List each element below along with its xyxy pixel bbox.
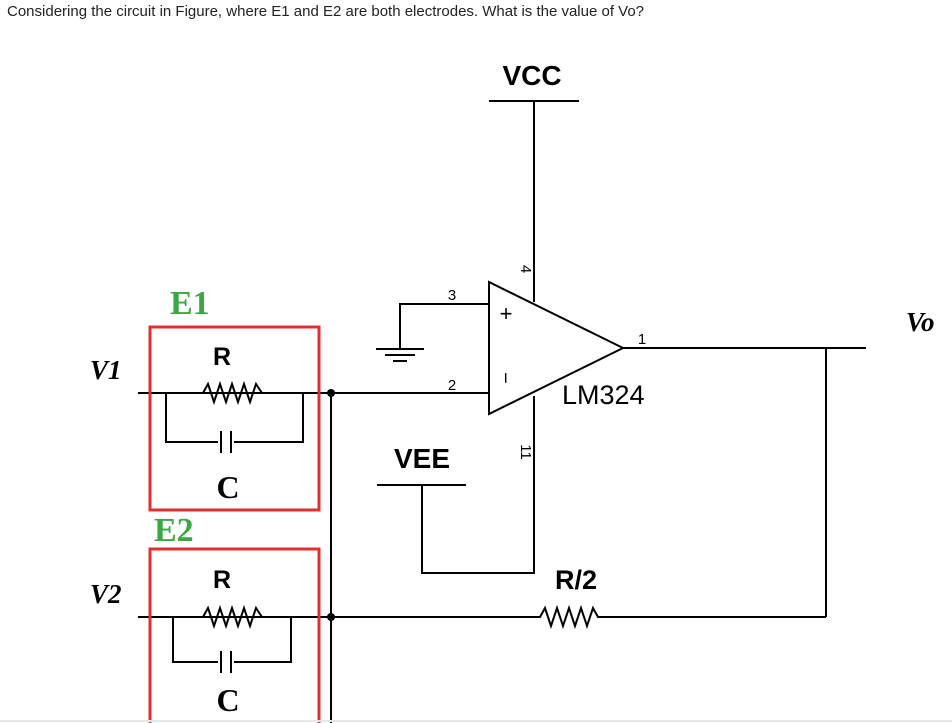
electrode-e1: E1 R C: [148, 285, 321, 512]
v2-label: V2: [90, 579, 122, 609]
question-text: Considering the circuit in Figure, where…: [7, 3, 645, 20]
e1-cap-branch: [165, 393, 218, 443]
e2-label: E2: [154, 512, 194, 549]
e1-r-label: R: [213, 343, 231, 371]
opamp-minus-sign: −: [494, 372, 516, 384]
junction-dot-bottom: [327, 613, 335, 621]
e2-resistor: [198, 604, 266, 630]
e1-resistor: [198, 380, 266, 406]
electrode-e2: E2 R C: [148, 512, 321, 723]
opamp-triangle: [488, 280, 626, 416]
ground-wire: [399, 303, 489, 348]
opamp-part-label: LM324: [562, 380, 645, 410]
pin-inv: 2: [448, 377, 456, 394]
opamp-plus-sign: +: [500, 301, 513, 326]
ground-symbol: [376, 348, 424, 362]
e2-r-label: R: [213, 566, 231, 594]
vcc-label: VCC: [502, 60, 561, 91]
pin-vneg: 11: [517, 444, 534, 460]
pin-vpos: 4: [517, 265, 534, 273]
e1-cap-branch-right: [234, 393, 304, 443]
e1-label: E1: [170, 285, 210, 322]
e2-box: [148, 547, 321, 723]
vo-label: Vo: [906, 307, 935, 337]
pin-out: 1: [638, 331, 646, 348]
v1-label: V1: [90, 355, 122, 385]
vee-wire: [421, 396, 535, 574]
rf-resistor: [535, 604, 600, 630]
e2-c-label: C: [216, 682, 239, 718]
rf-label: R/2: [555, 565, 597, 595]
junction-dot-top: [327, 389, 335, 397]
e2-cap-branch-right: [234, 617, 292, 663]
e1-box: [148, 325, 321, 512]
pin-noninv: 3: [448, 287, 456, 304]
e2-cap-branch: [172, 617, 218, 663]
wires: [138, 100, 866, 723]
vee-label: VEE: [394, 443, 450, 474]
e1-c-label: C: [216, 469, 239, 505]
